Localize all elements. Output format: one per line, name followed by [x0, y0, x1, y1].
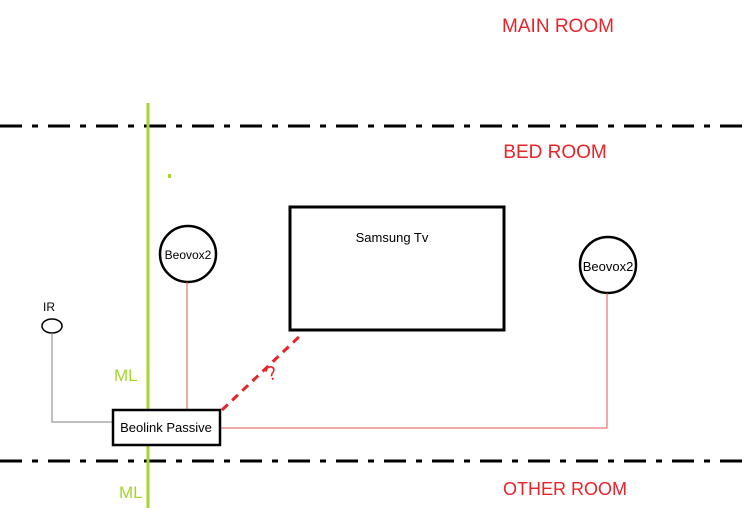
unknown-connection-label: ?	[262, 362, 280, 386]
speaker-left-label: Beovox2	[165, 248, 212, 262]
ir-wire	[51, 333, 113, 423]
tv-unknown-connection	[220, 331, 305, 412]
speaker-right-label: Beovox2	[583, 259, 634, 274]
room-label-bed: BED ROOM	[503, 142, 606, 163]
tv-box	[288, 205, 506, 332]
room-label-main: MAIN ROOM	[502, 16, 614, 37]
room-label-other: OTHER ROOM	[503, 479, 627, 499]
beolink-box	[111, 408, 222, 447]
speaker-right-circle	[578, 235, 638, 295]
ir-sensor	[41, 318, 63, 334]
ml-label-bottom: ML	[119, 483, 143, 502]
ml-label-top: ML	[114, 366, 138, 385]
tv-label: Samsung Tv	[356, 230, 429, 245]
ir-label: IR	[43, 300, 55, 314]
speaker-left-circle	[158, 224, 218, 284]
speaker-right-wire	[220, 293, 608, 429]
ml-dot	[168, 174, 171, 178]
beolink-label: Beolink Passive	[120, 420, 212, 435]
